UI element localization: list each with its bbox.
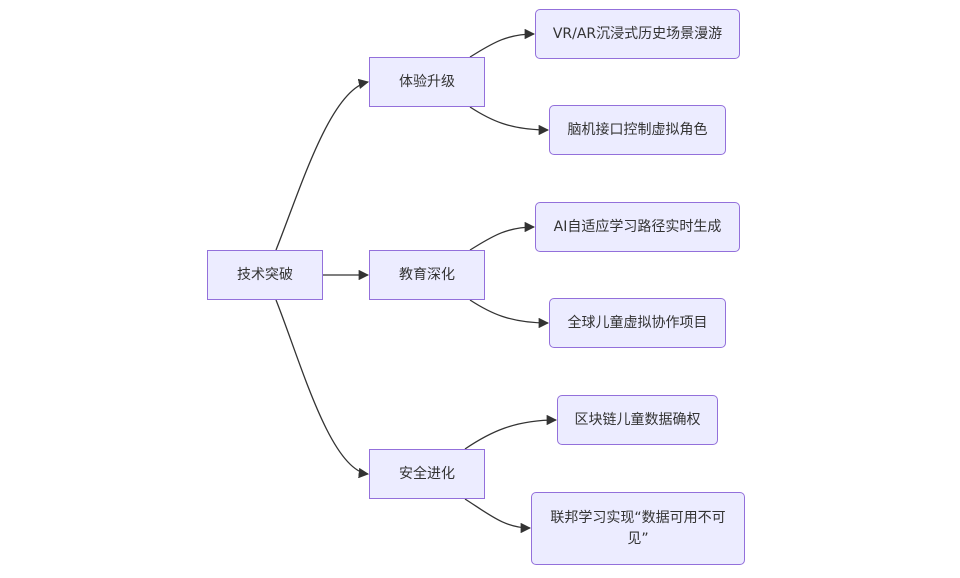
edge-exp-bci xyxy=(469,106,550,136)
edge-exp-vr xyxy=(469,28,536,58)
node-education-deepen: 教育深化 xyxy=(369,250,485,300)
node-vr-ar: VR/AR沉浸式历史场景漫游 xyxy=(535,9,740,59)
edge-sec-chain xyxy=(464,414,558,450)
node-security-evolve: 安全进化 xyxy=(369,449,485,499)
edge-root-sec xyxy=(275,299,370,479)
node-blockchain: 区块链儿童数据确权 xyxy=(557,395,718,445)
edge-root-exp xyxy=(275,78,370,251)
node-bci: 脑机接口控制虚拟角色 xyxy=(549,105,726,155)
node-federated: 联邦学习实现“数据可用不可见” xyxy=(531,492,745,565)
edge-sec-fed xyxy=(464,498,532,534)
node-ai-adaptive: AI自适应学习路径实时生成 xyxy=(535,202,740,252)
edge-edu-global xyxy=(469,299,550,329)
node-global-collab: 全球儿童虚拟协作项目 xyxy=(549,298,726,348)
node-root: 技术突破 xyxy=(207,250,323,300)
node-experience-upgrade: 体验升级 xyxy=(369,57,485,107)
edge-edu-ai xyxy=(469,221,536,251)
